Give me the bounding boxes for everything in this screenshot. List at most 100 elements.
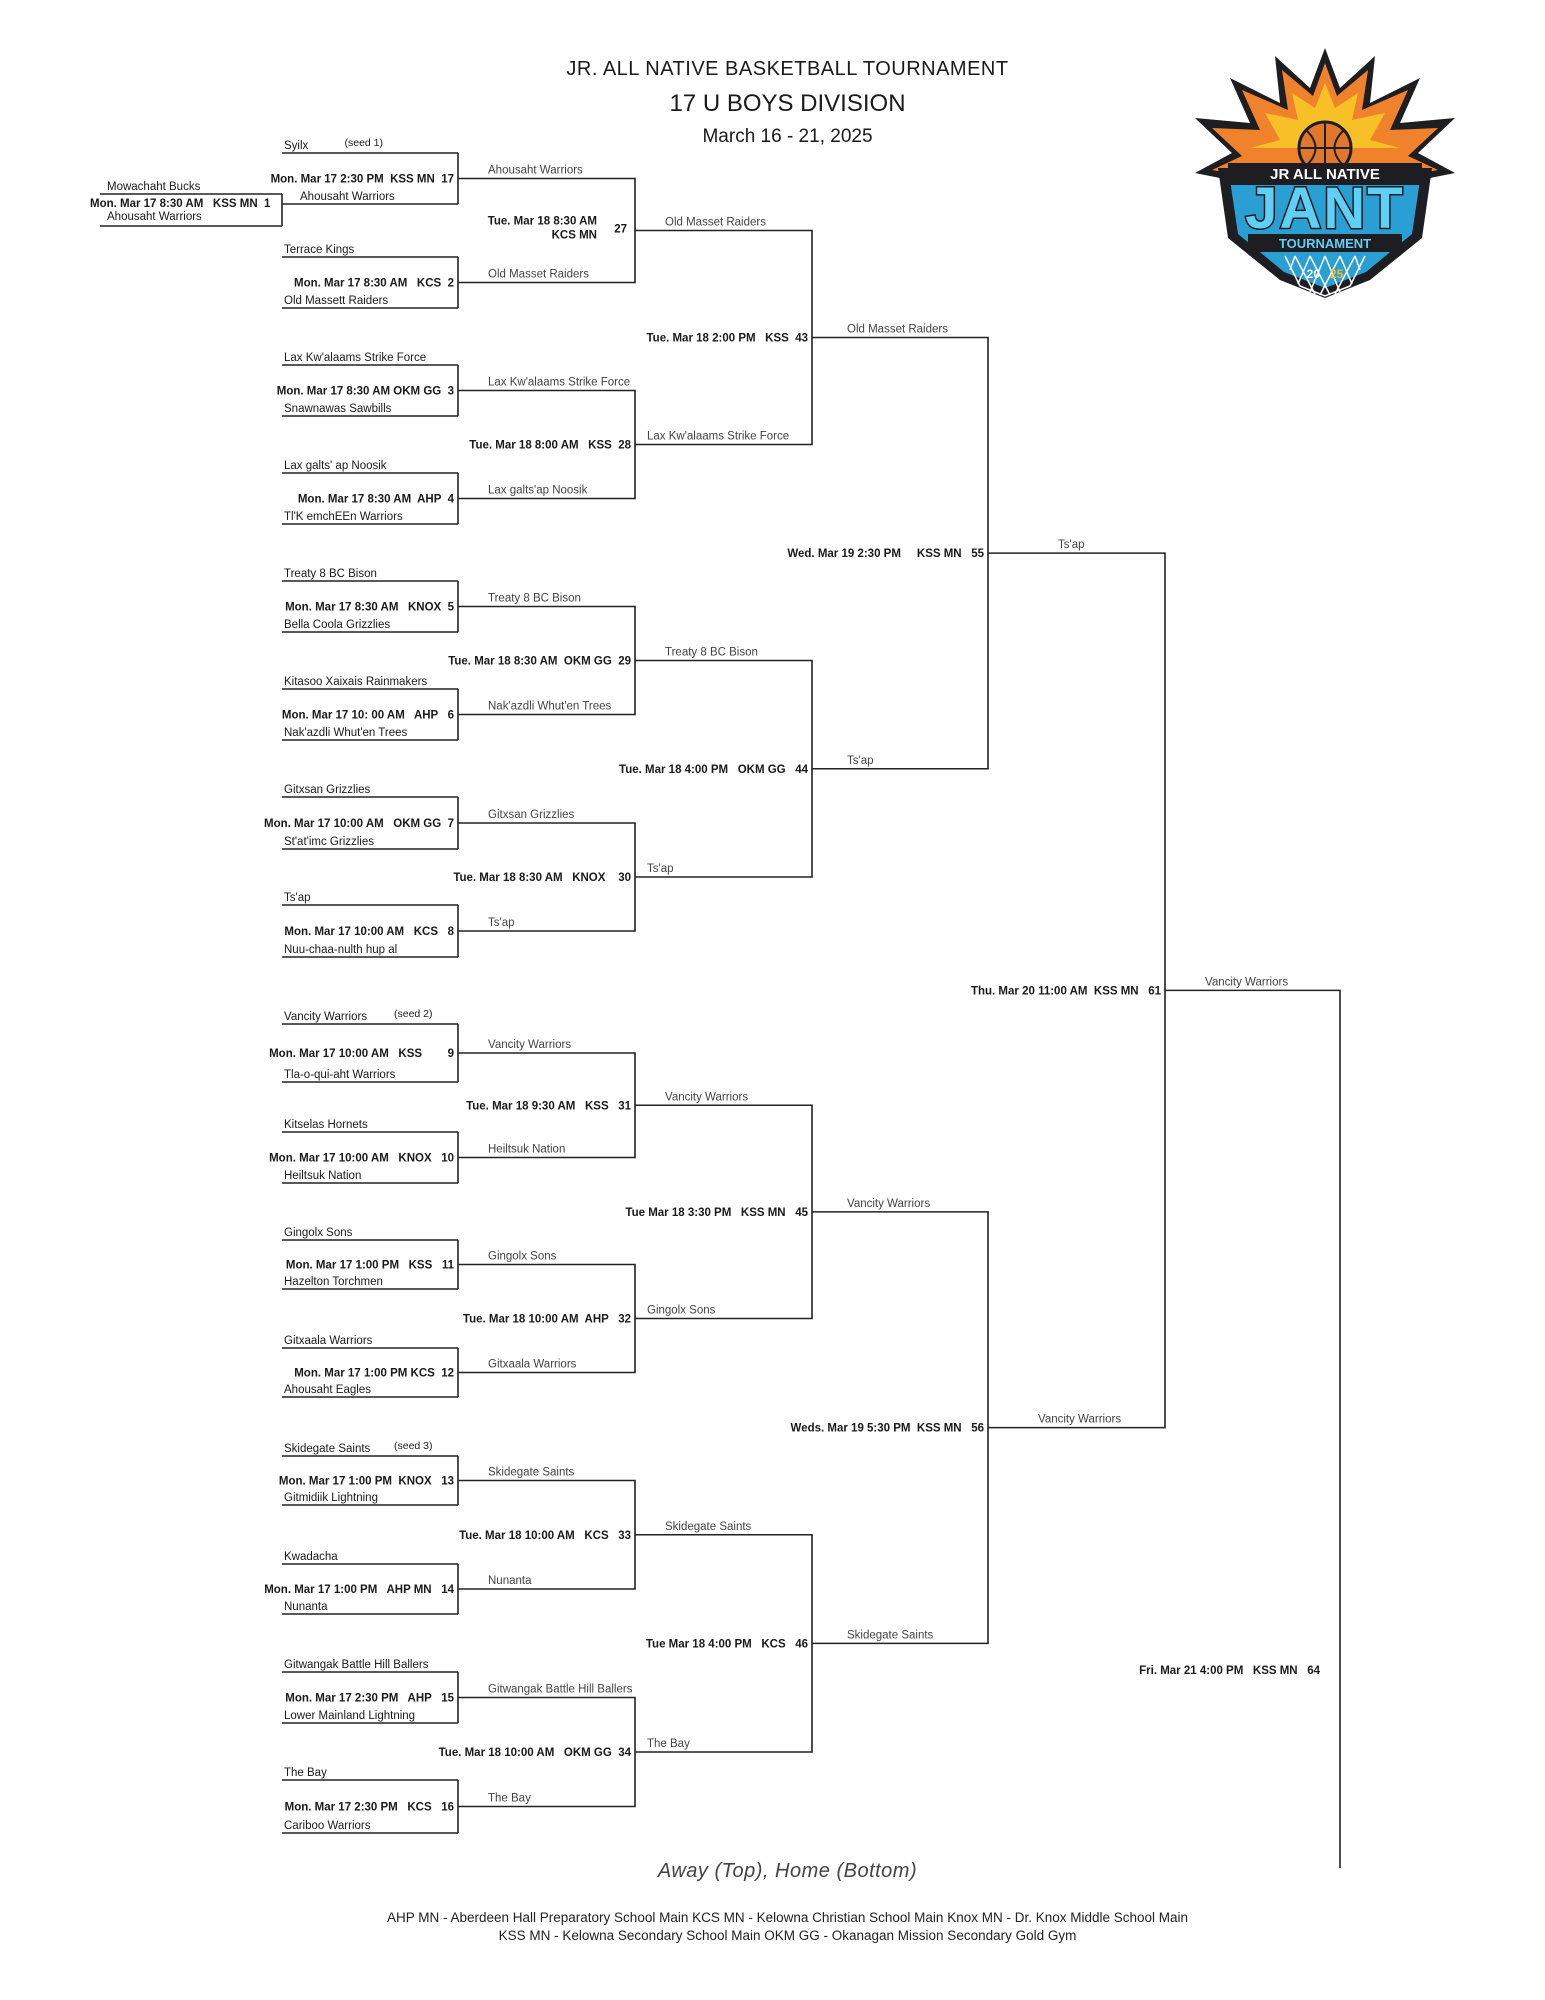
- r2-winner-label: The Bay: [647, 1738, 690, 1750]
- r1-seed-label: (seed 2): [394, 1008, 433, 1020]
- r4-winner-label: Vancity Warriors: [1038, 1414, 1121, 1426]
- r1-home-team: Old Massett Raiders: [284, 295, 388, 307]
- r1-home-team: Nuu-chaa-nulth hup al: [284, 944, 397, 956]
- r1-away-team: Gitxaala Warriors: [284, 1335, 373, 1347]
- r1-home-team: Gitmidiik Lightning: [284, 1492, 378, 1504]
- r1-winner-label: Vancity Warriors: [488, 1039, 571, 1051]
- r1-winner-label: Lax Kw'alaams Strike Force: [488, 377, 630, 389]
- r1-home-team: Nunanta: [284, 1601, 328, 1613]
- r1-game-label: Mon. Mar 17 1:00 PM KNOX 13: [279, 1476, 454, 1488]
- r1-away-team: Skidegate Saints: [284, 1443, 371, 1455]
- division-title: 17 U BOYS DIVISION: [669, 90, 906, 117]
- r1-away-team: Vancity Warriors: [284, 1011, 367, 1023]
- r1-game-label: Mon. Mar 17 1:00 PM AHP MN 14: [264, 1584, 454, 1596]
- r1-winner-label: Lax galts'ap Noosik: [488, 485, 588, 497]
- r1-away-team: Lax Kw'alaams Strike Force: [284, 352, 426, 364]
- r2-winner-label: Ts'ap: [647, 863, 674, 875]
- r1-game-label: Mon. Mar 17 8:30 AM OKM GG 3: [277, 386, 454, 398]
- r1-away-team: Lax galts' ap Noosik: [284, 460, 387, 472]
- r3-game-label: Tue Mar 18 3:30 PM KSS MN 45: [625, 1207, 808, 1219]
- logo-year-a: 20: [1307, 267, 1321, 281]
- r1-home-team: Bella Coola Grizzlies: [284, 619, 390, 631]
- r1-game-label: Mon. Mar 17 2:30 PM AHP 15: [285, 1693, 454, 1705]
- r1-home-team: Lower Mainland Lightning: [284, 1710, 415, 1722]
- r1-away-team: Kwadacha: [284, 1551, 338, 1563]
- r1-game-label: Mon. Mar 17 10:00 AM KNOX 10: [269, 1153, 454, 1165]
- r1-winner-label: Treaty 8 BC Bison: [488, 593, 581, 605]
- play-in-away-team: Mowachaht Bucks: [107, 181, 201, 193]
- r1-away-team: Ts'ap: [284, 892, 311, 904]
- final-line: [1165, 989, 1341, 1868]
- r1-home-team: Snawnawas Sawbills: [284, 403, 392, 415]
- r1-winner-label: Old Masset Raiders: [488, 269, 589, 281]
- r3-game-label: Tue. Mar 18 2:00 PM KSS 43: [647, 333, 809, 345]
- r2-game-label: Tue. Mar 18 10:00 AM KCS 33: [459, 1530, 631, 1542]
- r2-game-label: Tue. Mar 18 8:00 AM KSS 28: [469, 440, 631, 452]
- tournament-dates: March 16 - 21, 2025: [702, 126, 873, 147]
- r3-game-label: Tue Mar 18 4:00 PM KCS 46: [646, 1638, 808, 1650]
- r1-winner-label: Gitxsan Grizzlies: [488, 809, 575, 821]
- r1-home-team: Tla-o-qui-aht Warriors: [284, 1069, 396, 1081]
- logo-sub-text: TOURNAMENT: [1279, 236, 1371, 251]
- final-game-label: Fri. Mar 21 4:00 PM KSS MN 64: [1139, 1665, 1320, 1677]
- r1-winner-label: Skidegate Saints: [488, 1467, 575, 1479]
- tournament-title: JR. ALL NATIVE BASKETBALL TOURNAMENT: [566, 58, 1009, 80]
- r1-game-label: Mon. Mar 17 10:00 AM KSS 9: [269, 1048, 454, 1060]
- net-icon: [1284, 255, 1366, 297]
- r2-game-venue: KCS MN: [552, 230, 597, 242]
- r3-winner-label: Skidegate Saints: [847, 1629, 934, 1641]
- semi-game-label: Thu. Mar 20 11:00 AM KSS MN 61: [971, 985, 1162, 997]
- logo-main-text: JANT: [1245, 176, 1404, 241]
- logo-star-core: [1250, 83, 1400, 148]
- r3-winner-label: Ts'ap: [847, 755, 874, 767]
- venue-key-line-1: AHP MN - Aberdeen Hall Preparatory Schoo…: [386, 1910, 1189, 1925]
- r2-game-label: Tue. Mar 18 9:30 AM KSS 31: [466, 1100, 631, 1112]
- r2-bracket: [458, 177, 636, 284]
- r1-winner-label: Ts'ap: [488, 917, 515, 929]
- r1-seed-label: (seed 1): [345, 137, 384, 149]
- r2-winner-label: Treaty 8 BC Bison: [665, 647, 758, 659]
- r1-game-label: Mon. Mar 17 10: 00 AM AHP 6: [282, 710, 454, 722]
- play-in-home-team: Ahousaht Warriors: [107, 211, 202, 223]
- r1-away-team: Terrace Kings: [284, 244, 355, 256]
- r4-game-label: Weds. Mar 19 5:30 PM KSS MN 56: [791, 1423, 984, 1435]
- play-in-game-label: Mon. Mar 17 8:30 AM KSS MN 1: [90, 198, 271, 210]
- r1-away-team: Treaty 8 BC Bison: [284, 568, 377, 580]
- logo-top-text: JR ALL NATIVE: [1270, 166, 1380, 183]
- r2-game-label: Tue. Mar 18 8:30 AM OKM GG 29: [448, 656, 631, 668]
- r1-winner-label: Nak'azdli Whut'en Trees: [488, 701, 612, 713]
- r4-winner-label: Ts'ap: [1058, 539, 1085, 551]
- r1-winner-label: Heiltsuk Nation: [488, 1144, 565, 1156]
- r1-winner-label: Gingolx Sons: [488, 1251, 557, 1263]
- r1-away-team: The Bay: [284, 1767, 327, 1779]
- logo-year-b: 25: [1330, 267, 1344, 281]
- r1-game-label: Mon. Mar 17 10:00 AM KCS 8: [284, 926, 454, 938]
- r1-home-team: Tl'K emchEEn Warriors: [284, 511, 403, 523]
- r1-game-label: Mon. Mar 17 10:00 AM OKM GG 7: [264, 818, 454, 830]
- r2-winner-label: Gingolx Sons: [647, 1305, 716, 1317]
- r1-away-team: Gitwangak Battle Hill Ballers: [284, 1659, 429, 1671]
- r1-winner-label: Ahousaht Warriors: [488, 165, 583, 177]
- r1-winner-label: Gitxaala Warriors: [488, 1359, 577, 1371]
- r2-winner-label: Vancity Warriors: [665, 1091, 748, 1103]
- r2-game-number: 27: [614, 224, 627, 236]
- r3-game-label: Tue. Mar 18 4:00 PM OKM GG 44: [619, 764, 809, 776]
- r2-game-label: Tue. Mar 18 8:30 AM: [488, 216, 597, 228]
- r1-home-team: Ahousaht Eagles: [284, 1384, 371, 1396]
- r1-game17-home-note: Ahousaht Warriors: [300, 191, 395, 203]
- r1-game-label: Mon. Mar 17 1:00 PM KSS 11: [286, 1260, 455, 1272]
- r1-winner-label: The Bay: [488, 1793, 531, 1805]
- r2-game-label: Tue. Mar 18 10:00 AM OKM GG 34: [439, 1747, 632, 1759]
- r1-home-team: Cariboo Warriors: [284, 1820, 371, 1832]
- r4-game-label: Wed. Mar 19 2:30 PM KSS MN 55: [787, 548, 984, 560]
- r1-game-label: Mon. Mar 17 2:30 PM KSS MN 17: [271, 174, 454, 186]
- r1-game-label: Mon. Mar 17 8:30 AM KCS 2: [294, 278, 454, 290]
- r3-winner-label: Old Masset Raiders: [847, 324, 948, 336]
- r2-winner-label: Skidegate Saints: [665, 1521, 752, 1533]
- r1-home-team: St'at'imc Grizzlies: [284, 836, 374, 848]
- venue-key-line-2: KSS MN - Kelowna Secondary School Main O…: [498, 1928, 1077, 1943]
- r1-game-label: Mon. Mar 17 1:00 PM KCS 12: [294, 1368, 454, 1380]
- r1-away-team: Gitxsan Grizzlies: [284, 784, 371, 796]
- r1-away-team: Kitasoo Xaixais Rainmakers: [284, 676, 427, 688]
